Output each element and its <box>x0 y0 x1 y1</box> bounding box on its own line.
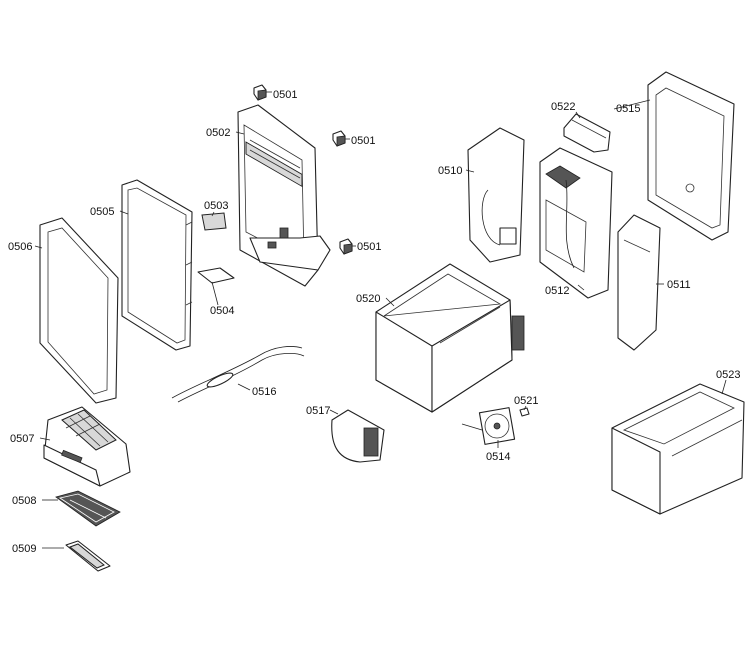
part-0514-fan[interactable] <box>461 407 516 445</box>
label-0506: 0506 <box>8 241 32 253</box>
label-0502: 0502 <box>206 127 230 139</box>
part-0506-door-frame[interactable] <box>39 217 119 404</box>
part-0501-clip-bottom[interactable] <box>339 238 353 255</box>
part-0507-dispenser-cover[interactable] <box>43 406 131 487</box>
part-0505-door-panel[interactable] <box>121 179 193 351</box>
label-0508: 0508 <box>12 495 36 507</box>
label-0505: 0505 <box>90 206 114 218</box>
label-0503: 0503 <box>204 200 228 212</box>
part-0501-clip-middle[interactable] <box>332 130 346 147</box>
label-0510: 0510 <box>438 165 462 177</box>
label-0521: 0521 <box>514 395 538 407</box>
part-0502-dispenser-housing[interactable] <box>237 104 331 287</box>
part-0523-ice-bucket[interactable] <box>611 383 745 515</box>
part-0511-side-panel[interactable] <box>617 214 661 351</box>
part-0504-plate[interactable] <box>197 267 235 284</box>
label-0520: 0520 <box>356 293 380 305</box>
part-0516-wire-harness[interactable] <box>171 346 305 403</box>
part-0512-auger-motor[interactable] <box>539 147 613 299</box>
leader-lines <box>34 91 727 549</box>
part-0522-top-cover[interactable] <box>563 113 611 153</box>
label-0501c: 0501 <box>357 241 381 253</box>
label-0522: 0522 <box>551 101 575 113</box>
label-0501b: 0501 <box>351 135 375 147</box>
label-0501a: 0501 <box>273 89 297 101</box>
part-0508-grid-tray[interactable] <box>55 490 121 527</box>
part-0510-duct[interactable] <box>467 127 525 263</box>
label-0514: 0514 <box>486 451 510 463</box>
label-0517: 0517 <box>306 405 330 417</box>
label-0507: 0507 <box>10 433 34 445</box>
part-0517-motor-bracket[interactable] <box>331 409 385 463</box>
label-0512: 0512 <box>545 285 569 297</box>
label-0511: 0511 <box>667 279 691 291</box>
part-0503-plate[interactable] <box>201 212 227 231</box>
part-0509-drip-tray[interactable] <box>65 540 111 572</box>
label-0504: 0504 <box>210 305 234 317</box>
part-0501-clip-top[interactable] <box>253 84 267 101</box>
part-0515-back-frame[interactable] <box>647 71 735 241</box>
part-0520-bucket-housing[interactable] <box>375 263 525 413</box>
label-0515: 0515 <box>616 103 640 115</box>
part-labels: 0501 0501 0501 0502 0503 0504 0505 0506 … <box>8 89 740 555</box>
label-0509: 0509 <box>12 543 36 555</box>
label-0523: 0523 <box>716 369 740 381</box>
label-0516: 0516 <box>252 386 276 398</box>
